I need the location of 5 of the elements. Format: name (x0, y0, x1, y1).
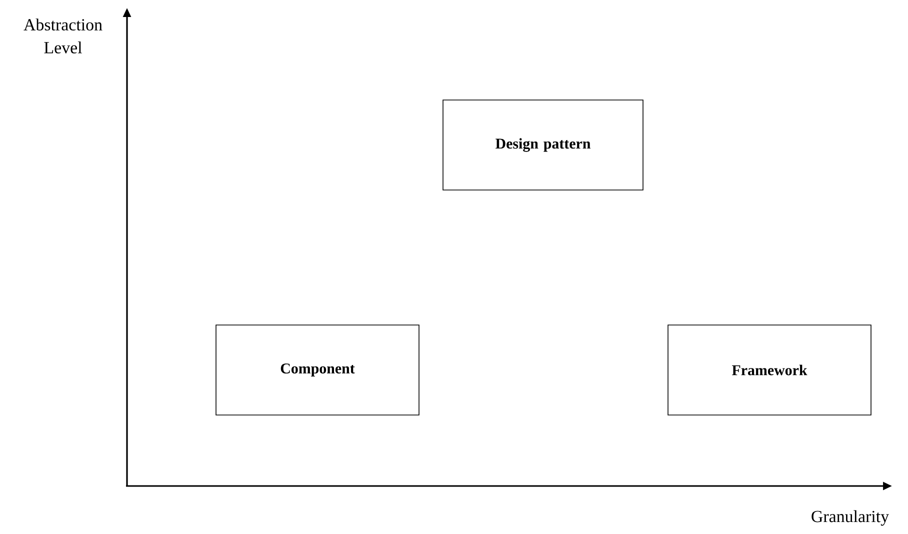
axis-label: Granularity (812, 510, 889, 526)
concept-box: Design pattern (442, 100, 644, 190)
concept-box: Framework (668, 324, 872, 416)
concept-box: Component (216, 324, 420, 416)
axis-label: Abstraction Level (24, 18, 102, 54)
